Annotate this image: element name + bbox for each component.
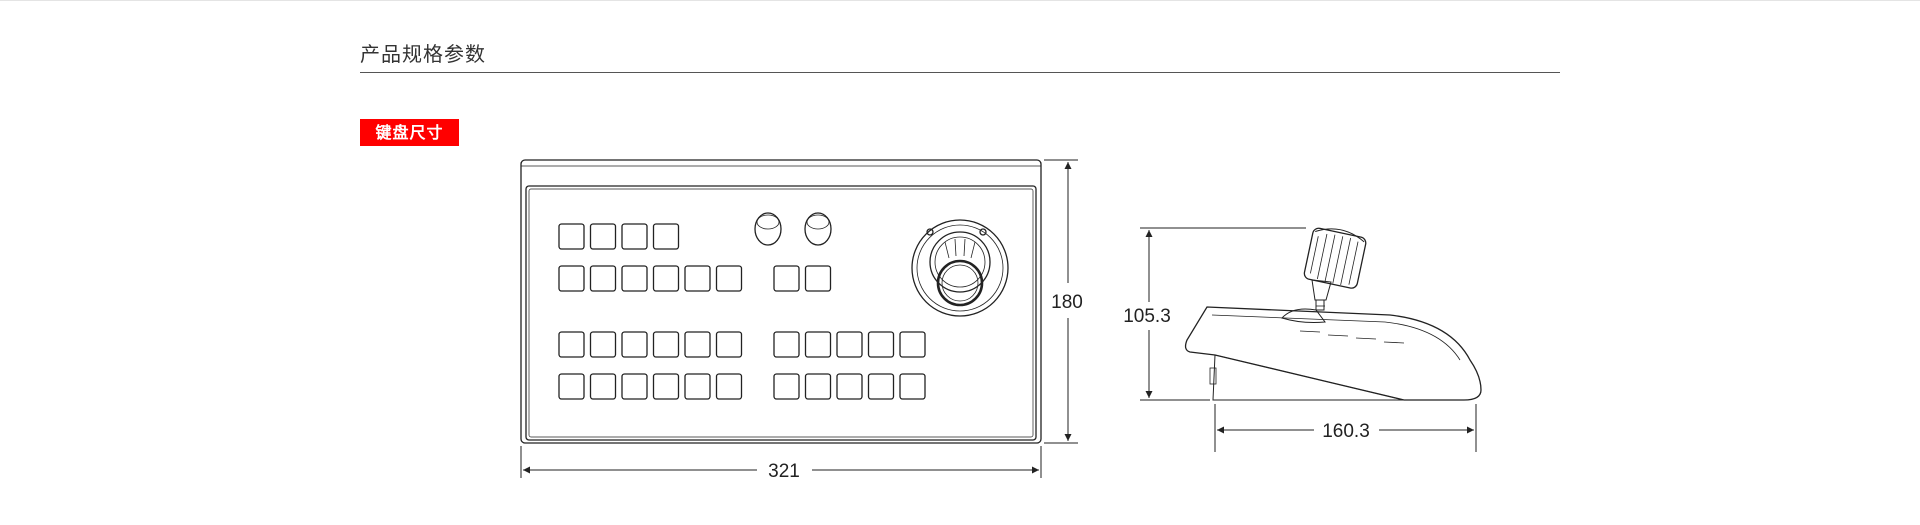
top-divider [0, 0, 1920, 1]
keyboard-size-badge: 键盘尺寸 [360, 119, 459, 146]
key [684, 373, 711, 400]
key [558, 265, 585, 292]
key [621, 223, 648, 250]
section-title: 产品规格参数 [360, 42, 486, 66]
front-height-label: 180 [1051, 292, 1083, 313]
key [899, 373, 926, 400]
key [558, 373, 585, 400]
key-grid [558, 223, 926, 400]
key [652, 331, 680, 358]
title-underline [360, 72, 1560, 73]
front-height-dimension [1044, 159, 1078, 444]
key [589, 265, 617, 292]
key [621, 265, 648, 292]
key [836, 331, 863, 358]
key [836, 373, 863, 400]
key [589, 223, 617, 250]
front-width-dimension [520, 446, 1042, 478]
side-view [1184, 227, 1482, 401]
front-width-label: 321 [768, 461, 800, 482]
key [715, 373, 743, 400]
key [652, 265, 680, 292]
knob-left [754, 212, 782, 246]
key [589, 331, 617, 358]
key [715, 265, 743, 292]
key [684, 265, 711, 292]
joystick-side-view [1281, 227, 1367, 323]
side-depth-label: 160.3 [1322, 421, 1370, 442]
key [621, 373, 648, 400]
side-height-label: 105.3 [1123, 306, 1171, 327]
knob-right [804, 212, 832, 246]
key [621, 331, 648, 358]
key [804, 373, 832, 400]
joystick-top-view [911, 219, 1009, 317]
key [804, 265, 832, 292]
side-body-outline [1184, 306, 1482, 401]
front-view [520, 159, 1042, 444]
key [867, 373, 895, 400]
key [867, 331, 895, 358]
side-depth-dimension [1214, 404, 1477, 452]
key [652, 223, 680, 250]
key [773, 331, 800, 358]
side-height-dimension [1140, 227, 1306, 401]
front-panel-outline [525, 185, 1037, 441]
front-body-outline [520, 159, 1042, 444]
key [684, 331, 711, 358]
key [558, 331, 585, 358]
key [652, 373, 680, 400]
key [589, 373, 617, 400]
key [773, 265, 800, 292]
key [773, 373, 800, 400]
key [558, 223, 585, 250]
key [804, 331, 832, 358]
key [715, 331, 743, 358]
key [899, 331, 926, 358]
